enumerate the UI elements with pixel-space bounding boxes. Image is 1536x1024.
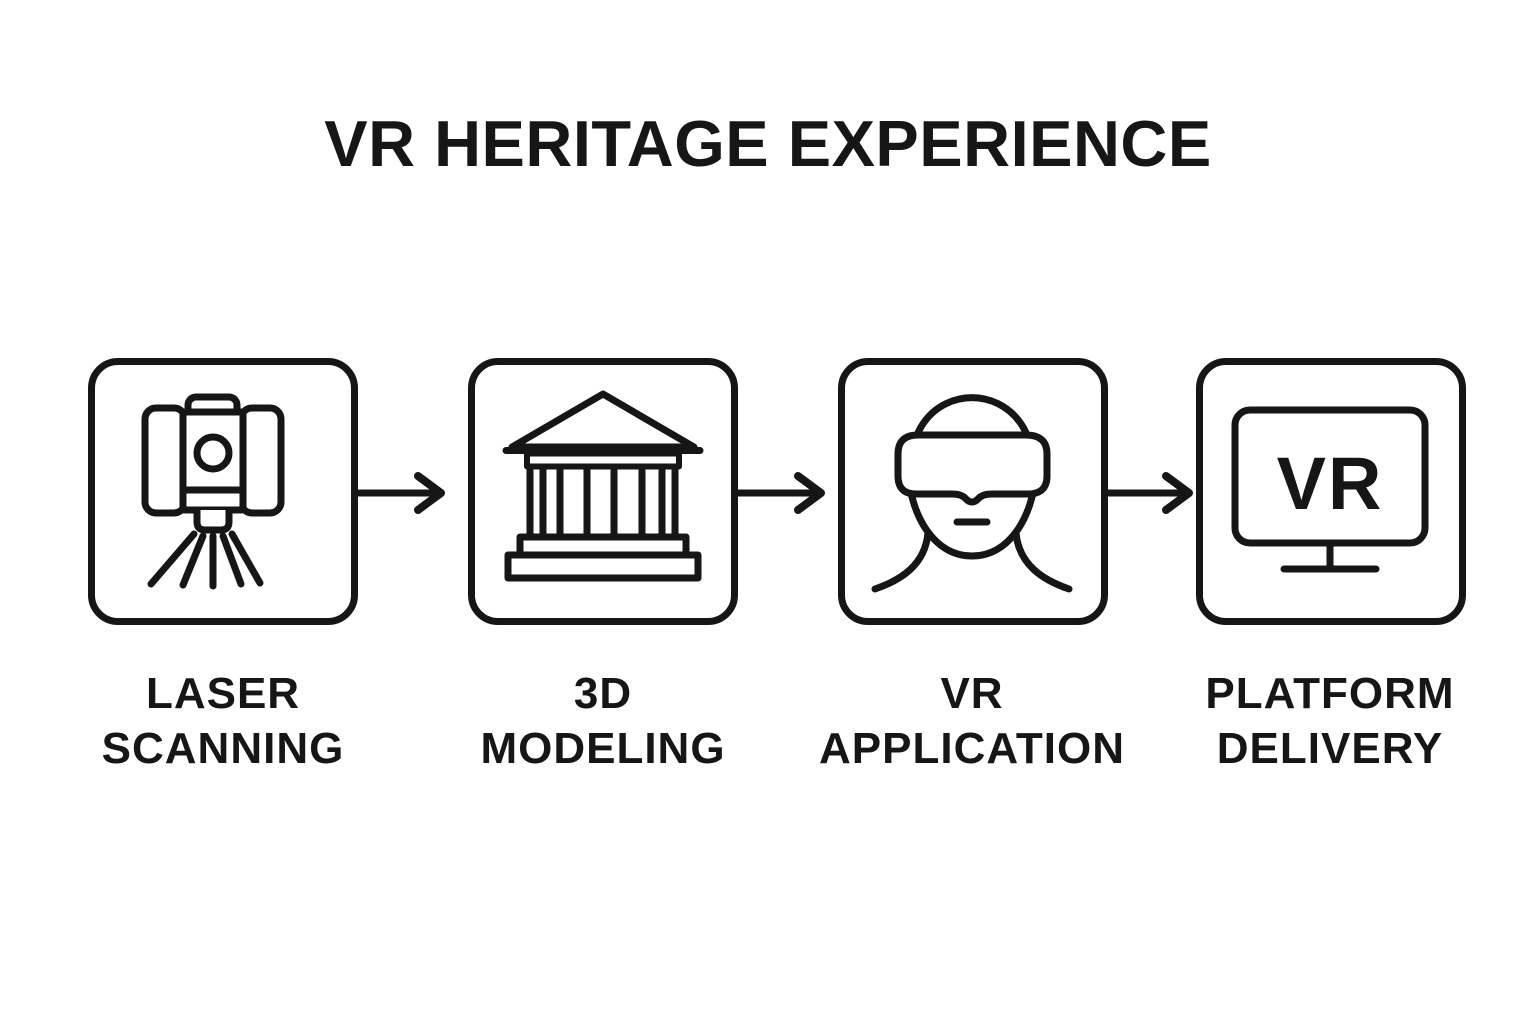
step-label-laser-scanning: LASER SCANNING xyxy=(23,666,423,776)
arrow-right-icon-3 xyxy=(1105,472,1193,514)
arrow-right-icon-2 xyxy=(737,472,825,514)
label-line: DELIVERY xyxy=(1216,724,1444,773)
step-label-platform-delivery: PLATFORM DELIVERY xyxy=(1130,666,1530,776)
label-line: PLATFORM xyxy=(1205,669,1455,718)
vr-screen-text: VR xyxy=(1277,442,1384,525)
vr-monitor-icon: VR xyxy=(1231,406,1429,573)
arrow-right-icon-1 xyxy=(357,472,445,514)
step-box-platform-delivery: VR xyxy=(1196,358,1466,625)
step-label-vr-application: VR APPLICATION xyxy=(772,666,1172,776)
step-box-vr-application xyxy=(838,358,1108,625)
step-label-3d-modeling: 3D MODELING xyxy=(403,666,803,776)
label-line: VR xyxy=(940,669,1004,718)
vr-headset-user-icon xyxy=(871,394,1073,593)
label-line: LASER xyxy=(145,669,301,718)
laser-scanner-icon xyxy=(141,393,285,590)
step-box-3d-modeling xyxy=(468,358,738,625)
label-line: APPLICATION xyxy=(819,724,1125,773)
label-line: 3D xyxy=(573,669,633,718)
step-box-laser-scanning xyxy=(88,358,358,625)
label-line: SCANNING xyxy=(101,724,345,773)
heritage-building-icon xyxy=(502,390,704,582)
page-title: VR HERITAGE EXPERIENCE xyxy=(324,107,1212,180)
label-line: MODELING xyxy=(480,724,726,773)
